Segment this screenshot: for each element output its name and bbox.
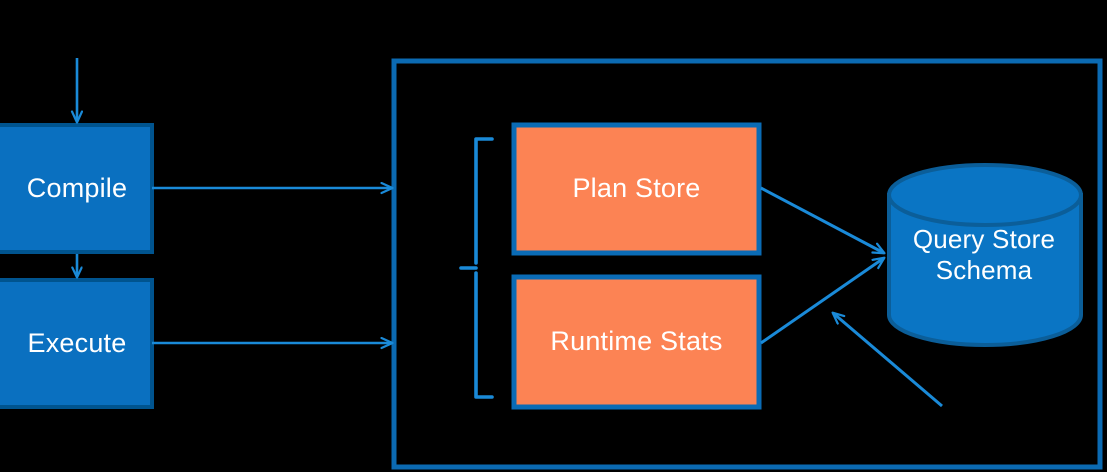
stores-bracket-icon: [459, 137, 494, 399]
query-store-schema-cylinder[interactable]: [887, 163, 1083, 347]
plan-store-box[interactable]: [511, 122, 762, 256]
connector-plan-store-to-schema: [760, 186, 884, 253]
connector-runtime-stats-to-schema: [760, 258, 884, 345]
runtime-stats-box[interactable]: [511, 274, 762, 410]
compile-box[interactable]: [0, 123, 154, 254]
connector-external-to-schema: [833, 313, 943, 408]
execute-box[interactable]: [0, 278, 154, 409]
query-store-boundary: [391, 58, 1103, 470]
